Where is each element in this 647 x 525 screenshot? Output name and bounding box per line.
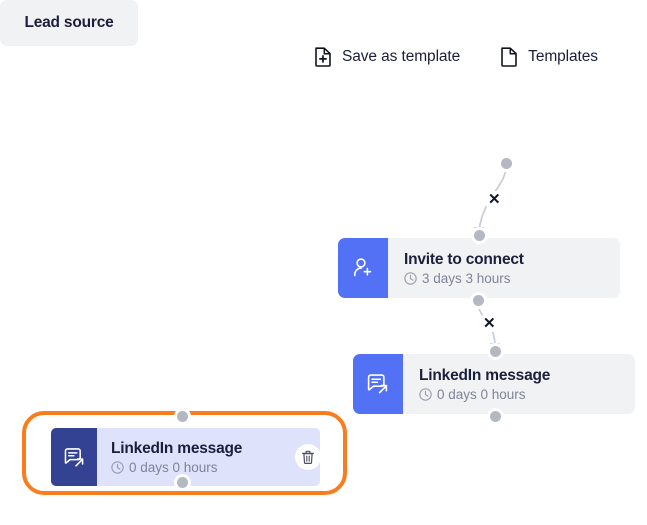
node-linkedin-message[interactable]: LinkedIn message 0 days 0 hours	[353, 354, 635, 414]
clock-icon	[404, 272, 417, 285]
port-linkedin-message-out[interactable]	[486, 407, 504, 425]
node-linkedin-message-body: LinkedIn message 0 days 0 hours	[403, 354, 635, 414]
port-lead-source-out[interactable]	[497, 154, 515, 172]
delete-node-button[interactable]	[295, 444, 321, 470]
node-linkedin-message-selected-body: LinkedIn message 0 days 0 hours	[97, 428, 320, 486]
node-invite-to-connect-title: Invite to connect	[404, 250, 524, 268]
port-linkedin-message-selected-in[interactable]	[173, 407, 191, 425]
document-icon	[500, 47, 518, 67]
node-linkedin-message-selected-meta: 0 days 0 hours	[111, 460, 308, 475]
clock-icon	[419, 388, 432, 401]
node-invite-to-connect-duration: 3 days 3 hours	[422, 271, 511, 287]
node-linkedin-message-title: LinkedIn message	[419, 366, 551, 384]
node-lead-source-title: Lead source	[24, 14, 114, 32]
canvas-toolbar: Save as template Templates	[310, 45, 602, 69]
message-send-icon	[51, 428, 97, 486]
save-as-template-button[interactable]: Save as template	[310, 45, 464, 69]
node-linkedin-message-selected-duration: 0 days 0 hours	[129, 460, 218, 476]
document-plus-icon	[314, 47, 332, 67]
templates-label: Templates	[528, 48, 598, 65]
templates-button[interactable]: Templates	[496, 45, 602, 69]
node-lead-source[interactable]: Lead source	[0, 0, 138, 46]
person-add-icon	[338, 238, 388, 298]
port-invite-to-connect-out[interactable]	[469, 291, 487, 309]
node-invite-to-connect[interactable]: Invite to connect 3 days 3 hours	[338, 238, 620, 298]
node-invite-to-connect-meta: 3 days 3 hours	[404, 271, 606, 286]
port-linkedin-message-selected-out[interactable]	[173, 473, 191, 491]
trash-icon	[301, 450, 315, 465]
port-linkedin-message-in[interactable]	[486, 342, 504, 360]
node-linkedin-message-duration: 0 days 0 hours	[437, 387, 526, 403]
save-as-template-label: Save as template	[342, 48, 461, 65]
clock-icon	[111, 461, 124, 474]
connector-delete-lead-to-invite[interactable]: ✕	[486, 191, 503, 208]
node-linkedin-message-selected-title: LinkedIn message	[111, 439, 243, 457]
connector-delete-invite-to-message[interactable]: ✕	[481, 315, 498, 332]
message-send-icon	[353, 354, 403, 414]
node-invite-to-connect-body: Invite to connect 3 days 3 hours	[388, 238, 620, 298]
node-linkedin-message-meta: 0 days 0 hours	[419, 387, 621, 402]
port-invite-to-connect-in[interactable]	[470, 226, 488, 244]
